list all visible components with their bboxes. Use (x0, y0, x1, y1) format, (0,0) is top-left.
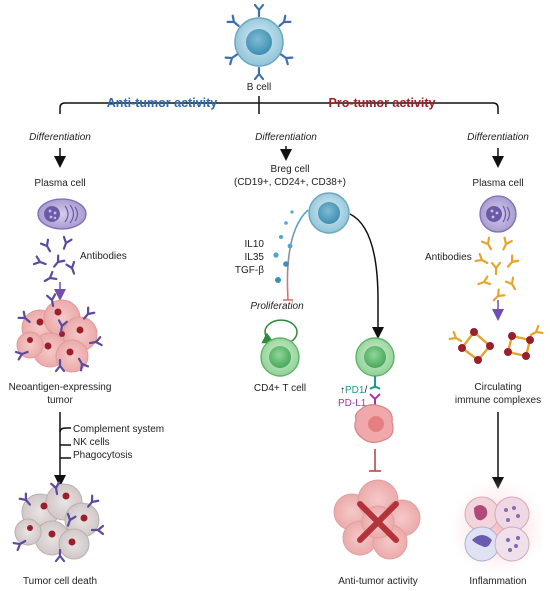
right-differentiation-label: Differentiation (467, 132, 529, 143)
breg-to-tcell-arrow (349, 213, 384, 339)
effector-t-cell-icon (355, 337, 395, 377)
breg-cell-label-2: (CD19+, CD24+, CD38+) (234, 177, 346, 188)
right-plasma-cell-label: Plasma cell (472, 178, 523, 189)
proliferation-label: Proliferation (250, 301, 304, 312)
cytokine-tgfb: TGF-β (235, 265, 264, 276)
mechanisms-bracket (54, 412, 71, 487)
mechanism-phagocytosis: Phagocytosis (73, 450, 132, 461)
pd1-slash: / (364, 385, 367, 396)
immune-complexes-label-2: immune complexes (455, 395, 541, 406)
left-antibodies-icon (32, 235, 79, 286)
right-antibodies-icon (474, 236, 520, 305)
pro-tumor-title: Pro-tumor activity (329, 96, 436, 110)
breg-cell-icon (308, 192, 350, 234)
immune-complexes-label-1: Circulating (474, 382, 521, 393)
pdl1-label: PD-L1 (338, 398, 367, 409)
cd4-t-cell-icon (260, 337, 300, 377)
immune-complexes-icon (448, 324, 544, 364)
neoantigen-tumor-label-2: tumor (47, 395, 73, 406)
branch-connectors (59, 96, 499, 114)
cytokine-secretion-icon (273, 209, 309, 301)
left-antibodies-label: Antibodies (80, 251, 127, 262)
right-outcome-label: Inflammation (469, 576, 526, 587)
neoantigen-tumor-icon (14, 293, 103, 373)
tumor-cell-icon (354, 404, 394, 444)
middle-outcome-label: Anti-tumor activity (338, 576, 417, 587)
mechanism-nk-cells: NK cells (73, 437, 110, 448)
cd4-t-cell-label: CD4+ T cell (254, 383, 306, 394)
right-plasma-cell-icon (479, 195, 517, 233)
left-plasma-cell-label: Plasma cell (34, 178, 85, 189)
anti-tumor-title: Anti-tumor activity (107, 96, 217, 110)
mechanism-complement: Complement system (73, 424, 164, 435)
dead-tumor-icon (12, 481, 105, 563)
cross-icon (357, 501, 399, 543)
b-cell-icon (224, 3, 294, 81)
inhibition-bar (369, 449, 381, 472)
proliferation-loop-arrow (261, 319, 298, 344)
b-cell-label: B cell (247, 82, 271, 93)
middle-differentiation-label: Differentiation (255, 132, 317, 143)
right-antibodies-label: Antibodies (425, 252, 472, 263)
pd1-label: ↑PD1/ (340, 385, 367, 396)
inflammation-icon (448, 478, 548, 578)
pd1-up-arrow: ↑ (340, 385, 345, 396)
left-differentiation-label: Differentiation (29, 132, 91, 143)
neoantigen-tumor-label-1: Neoantigen-expressing (9, 382, 112, 393)
pd1-pdl1-receptor-icon (369, 376, 381, 406)
cytokine-il35: IL35 (245, 252, 265, 263)
breg-cell-label-1: Breg cell (271, 164, 310, 175)
left-plasma-cell-icon (37, 198, 87, 230)
left-outcome-label: Tumor cell death (23, 576, 97, 587)
pd1-text: PD1 (345, 385, 365, 396)
cytokine-il10: IL10 (245, 239, 265, 250)
